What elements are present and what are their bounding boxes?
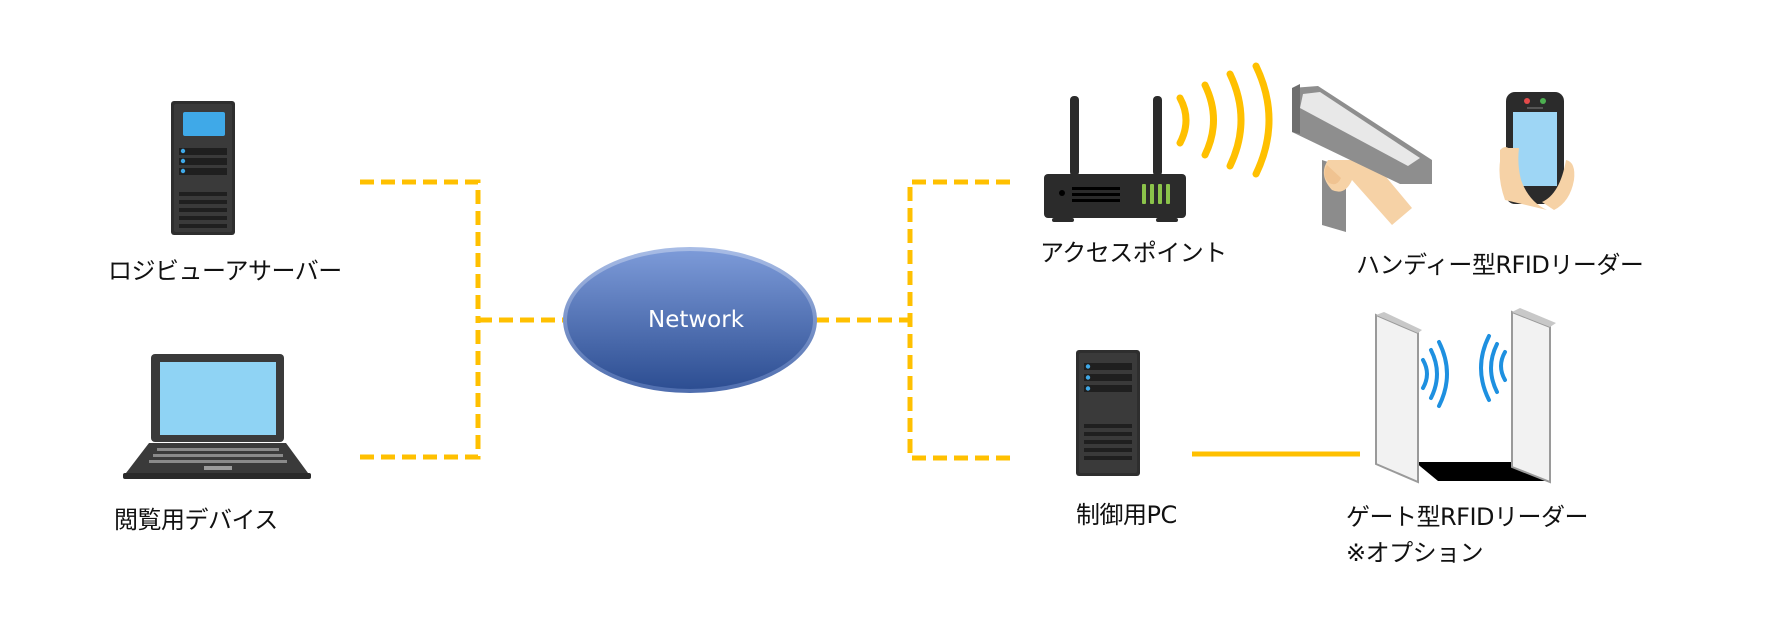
links-right bbox=[815, 179, 1010, 461]
laptop-icon bbox=[123, 354, 311, 479]
rfid-gate-icon bbox=[1375, 308, 1556, 484]
access-point-label: アクセスポイント bbox=[1040, 239, 1227, 267]
server-label: ロジビューアサーバー bbox=[108, 257, 342, 285]
link-access-point bbox=[907, 179, 1010, 320]
gate-reader-note: ※オプション bbox=[1346, 539, 1484, 567]
network-label: Network bbox=[648, 307, 745, 333]
tower-server-icon bbox=[171, 101, 235, 235]
links-left bbox=[360, 179, 565, 460]
handy-reader-label: ハンディー型RFIDリーダー bbox=[1356, 251, 1644, 279]
gate-reader-label: ゲート型RFIDリーダー bbox=[1346, 503, 1589, 531]
smartphone-reader-icon bbox=[1499, 92, 1575, 210]
handheld-rfid-reader-icon bbox=[1292, 84, 1432, 232]
link-server bbox=[360, 179, 481, 320]
tower-pc-icon bbox=[1076, 350, 1140, 476]
link-control-pc bbox=[907, 320, 1010, 461]
control-pc-label: 制御用PC bbox=[1076, 501, 1177, 529]
wifi-signal-icon bbox=[1176, 62, 1273, 178]
viewer-label: 閲覧用デバイス bbox=[114, 506, 278, 534]
link-viewer bbox=[360, 320, 481, 460]
network-cloud bbox=[563, 247, 817, 393]
wireless-router-icon bbox=[1044, 96, 1186, 222]
